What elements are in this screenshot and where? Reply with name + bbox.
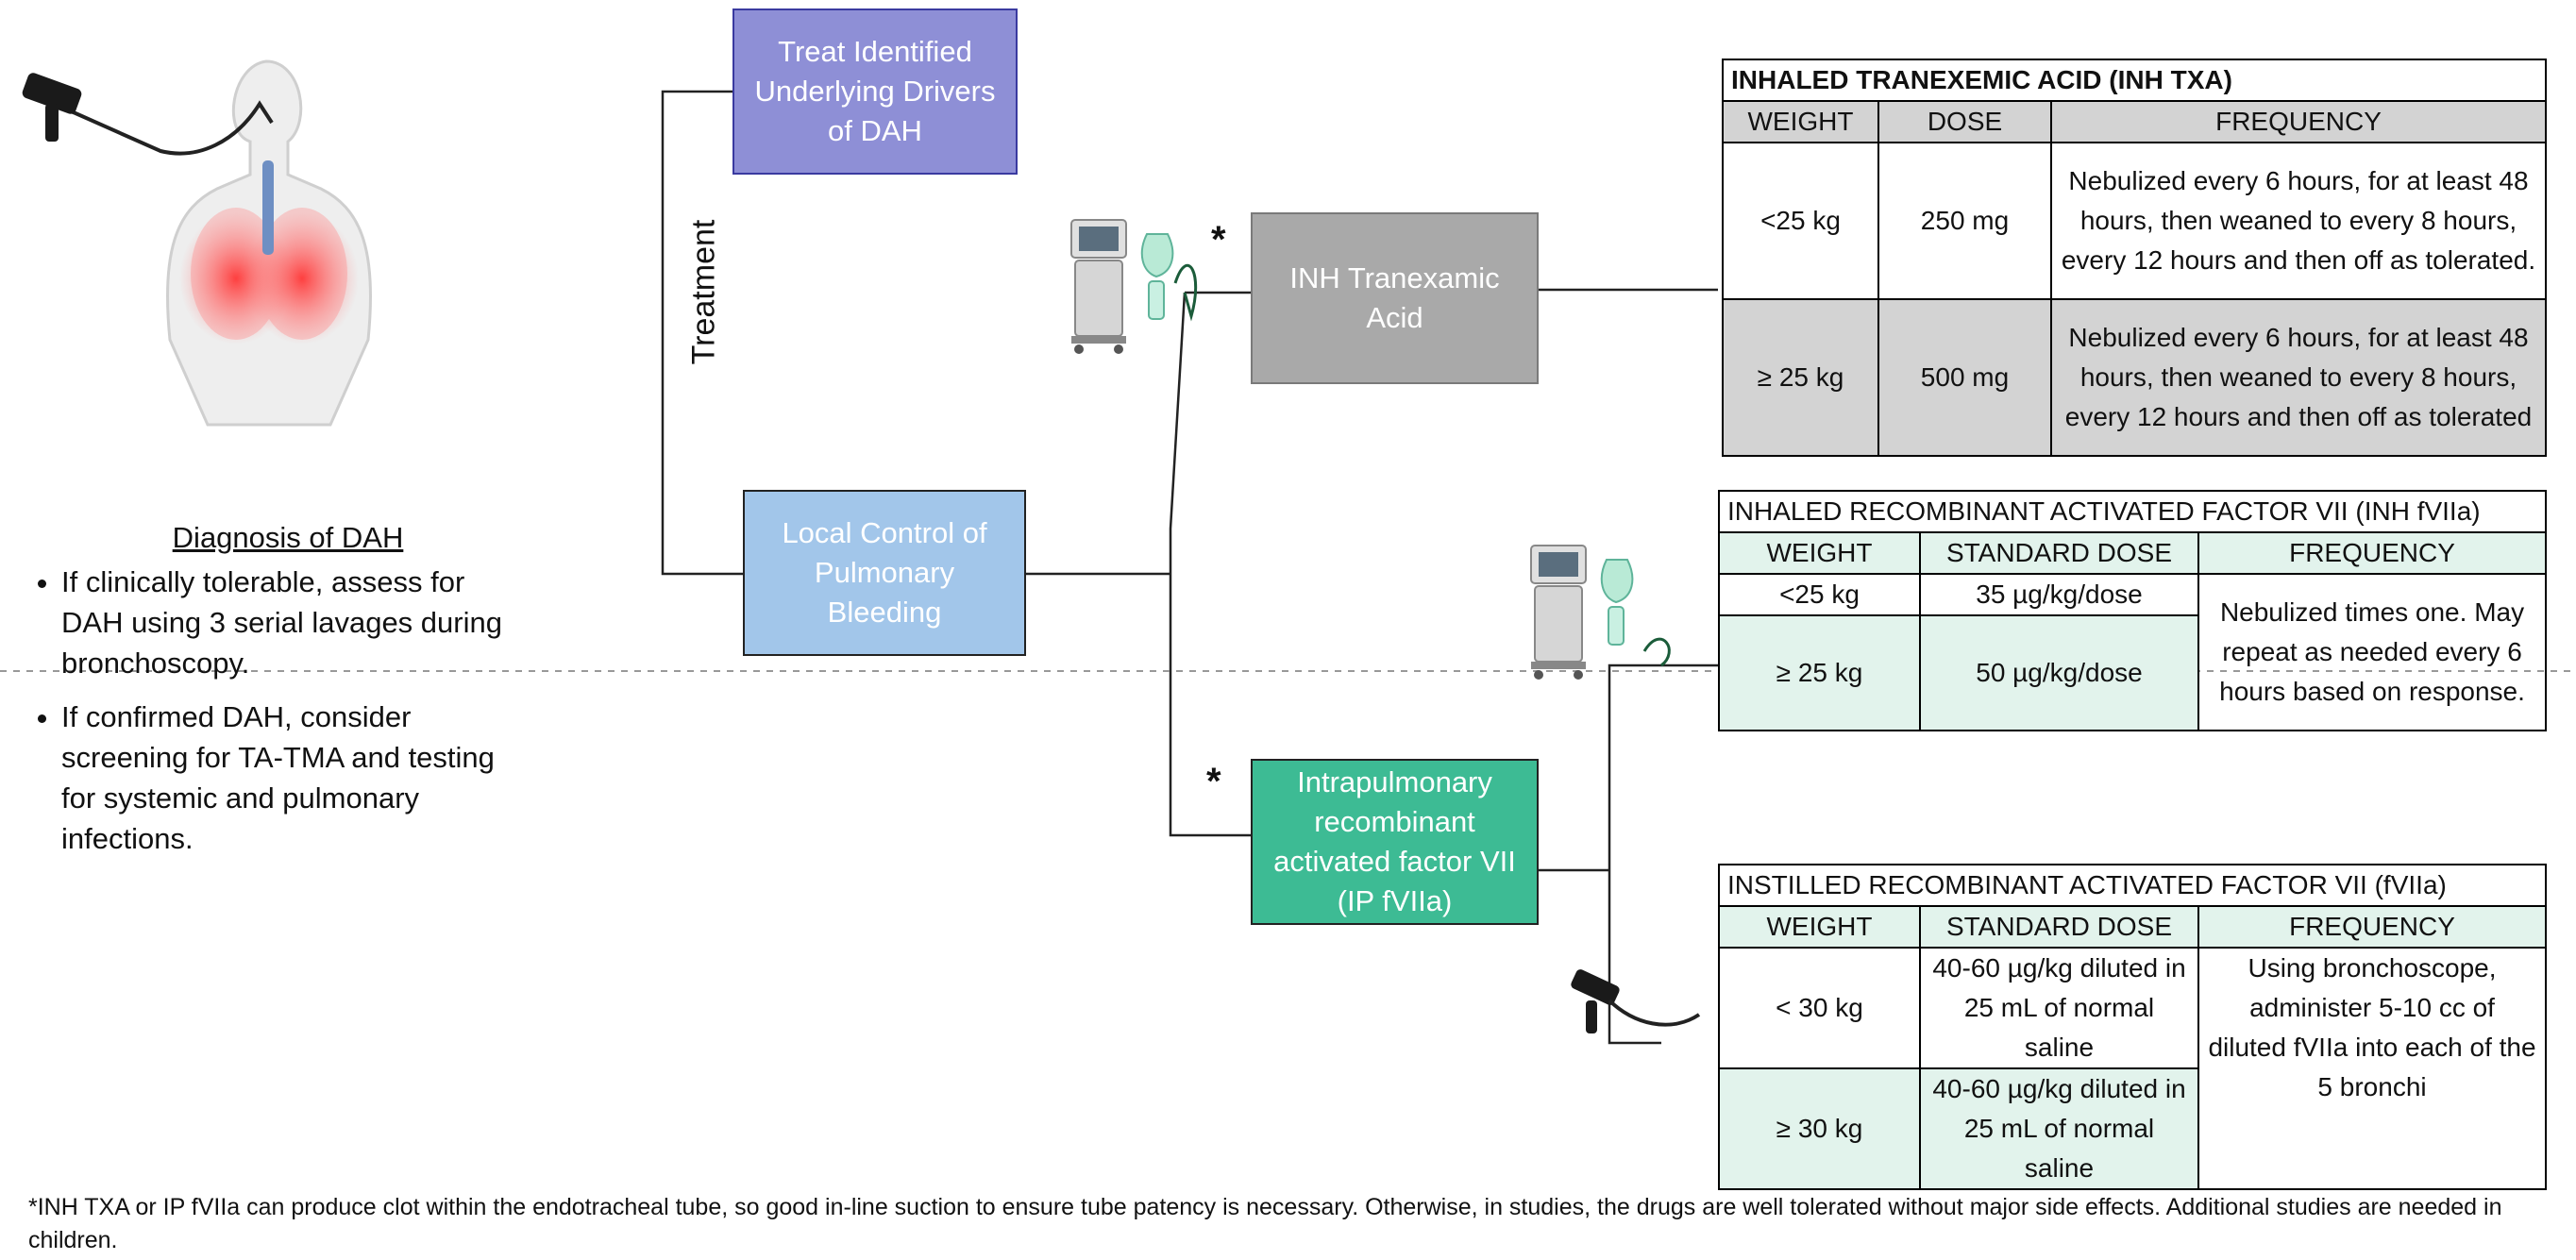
weight-cell: ≥ 25 kg bbox=[1722, 298, 1879, 457]
bronchoscope-icon bbox=[1571, 969, 1701, 1033]
asterisk-fviia: * bbox=[1206, 761, 1221, 802]
ip-fviia-box: Intrapulmonary recombinant activated fac… bbox=[1251, 759, 1539, 925]
column-header: WEIGHT bbox=[1718, 905, 1921, 949]
instilled-fviia-table: INSTILLED RECOMBINANT ACTIVATED FACTOR V… bbox=[1717, 864, 2548, 1190]
table-row: <25 kg 35 µg/kg/dose Nebulized times one… bbox=[1718, 573, 2548, 731]
asterisk-txa: * bbox=[1211, 219, 1226, 260]
local-control-label: Local Control of Pulmonary Bleeding bbox=[782, 516, 987, 629]
ip-fviia-label: Intrapulmonary recombinant activated fac… bbox=[1273, 765, 1516, 917]
weight-cell: ≥ 25 kg bbox=[1718, 614, 1921, 731]
treatment-label: Treatment bbox=[685, 219, 722, 365]
weight-cell: ≥ 30 kg bbox=[1718, 1067, 1921, 1190]
dose-cell: 250 mg bbox=[1877, 142, 2052, 300]
column-header: STANDARD DOSE bbox=[1919, 905, 2199, 949]
frequency-cell: Nebulized times one. May repeat as neede… bbox=[2197, 573, 2548, 731]
table-row: ≥ 25 kg 500 mg Nebulized every 6 hours, … bbox=[1722, 298, 2547, 457]
lungs-body-icon bbox=[22, 59, 372, 427]
diagnosis-section: Diagnosis of DAH If clinically tolerable… bbox=[19, 517, 529, 872]
column-header: WEIGHT bbox=[1722, 100, 1879, 143]
weight-cell: < 30 kg bbox=[1718, 947, 1921, 1069]
dose-cell: 50 µg/kg/dose bbox=[1919, 614, 2199, 731]
column-header: WEIGHT bbox=[1718, 531, 1921, 575]
table-row: ≥ 25 kg 50 µg/kg/dose bbox=[1718, 614, 2546, 731]
column-header: FREQUENCY bbox=[2197, 905, 2548, 949]
column-header: FREQUENCY bbox=[2197, 531, 2548, 575]
local-control-box: Local Control of Pulmonary Bleeding bbox=[743, 490, 1026, 656]
inhaled-fviia-table: INHALED RECOMBINANT ACTIVATED FACTOR VII… bbox=[1717, 490, 2548, 731]
footnote: *INH TXA or IP fVIIa can produce clot wi… bbox=[28, 1194, 2502, 1253]
inh-txa-label: INH Tranexamic Acid bbox=[1289, 261, 1500, 334]
column-header: STANDARD DOSE bbox=[1919, 531, 2199, 575]
weight-cell: <25 kg bbox=[1718, 573, 1921, 616]
ventilator-icon bbox=[1530, 545, 1634, 680]
weight-cell: <25 kg bbox=[1722, 142, 1879, 300]
diagnosis-bullet: If confirmed DAH, consider screening for… bbox=[61, 697, 529, 859]
ventilator-icon bbox=[1070, 219, 1174, 354]
diagnosis-heading: Diagnosis of DAH bbox=[172, 521, 404, 554]
table-title: INSTILLED RECOMBINANT ACTIVATED FACTOR V… bbox=[1717, 864, 2548, 907]
dose-cell: 40-60 µg/kg diluted in 25 mL of normal s… bbox=[1919, 1067, 2199, 1190]
dose-cell: 35 µg/kg/dose bbox=[1919, 573, 2199, 616]
nebulizer-mask-icon bbox=[1600, 559, 1634, 604]
table-row: ≥ 30 kg 40-60 µg/kg diluted in 25 mL of … bbox=[1718, 1067, 2546, 1190]
column-header: FREQUENCY bbox=[2050, 100, 2547, 143]
dose-cell: 500 mg bbox=[1877, 298, 2052, 457]
inhaled-txa-table: INHALED TRANEXEMIC ACID (INH TXA) WEIGHT… bbox=[1722, 59, 2547, 457]
treat-drivers-label: Treat Identified Underlying Drivers of D… bbox=[754, 35, 996, 147]
frequency-cell: Using bronchoscope, administer 5-10 cc o… bbox=[2197, 947, 2548, 1190]
table-row: <25 kg 250 mg Nebulized every 6 hours, f… bbox=[1722, 142, 2547, 300]
table-title: INHALED RECOMBINANT ACTIVATED FACTOR VII… bbox=[1717, 490, 2548, 533]
table-title: INHALED TRANEXEMIC ACID (INH TXA) bbox=[1722, 59, 2547, 102]
dose-cell: 40-60 µg/kg diluted in 25 mL of normal s… bbox=[1919, 947, 2199, 1069]
frequency-cell: Nebulized every 6 hours, for at least 48… bbox=[2050, 142, 2547, 300]
nebulizer-mask-icon bbox=[1140, 233, 1174, 278]
diagnosis-bullet: If clinically tolerable, assess for DAH … bbox=[61, 562, 529, 683]
frequency-cell: Nebulized every 6 hours, for at least 48… bbox=[2050, 298, 2547, 457]
inh-txa-box: INH Tranexamic Acid bbox=[1251, 212, 1539, 384]
table-row: < 30 kg 40-60 µg/kg diluted in 25 mL of … bbox=[1718, 947, 2548, 1190]
column-header: DOSE bbox=[1877, 100, 2052, 143]
treat-drivers-box: Treat Identified Underlying Drivers of D… bbox=[732, 8, 1018, 175]
diagnosis-list: If clinically tolerable, assess for DAH … bbox=[19, 562, 529, 859]
